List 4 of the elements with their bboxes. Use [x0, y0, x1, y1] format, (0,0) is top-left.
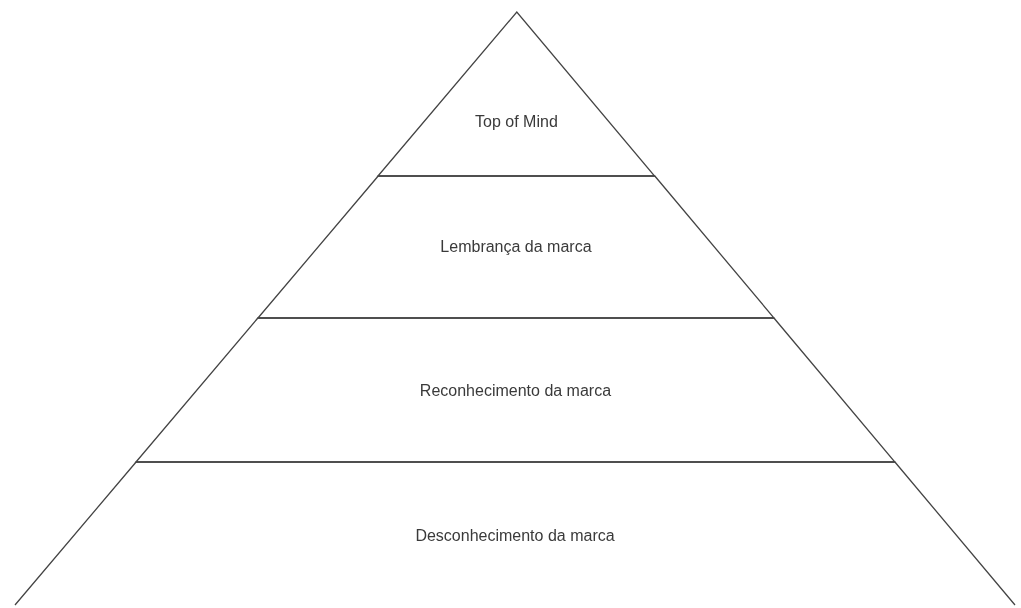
level-label: Desconhecimento da marca	[415, 526, 615, 545]
level-label: Top of Mind	[475, 113, 558, 131]
level-label: Reconhecimento da marca	[419, 382, 612, 400]
level-label: Lembrança da marca	[440, 238, 592, 256]
